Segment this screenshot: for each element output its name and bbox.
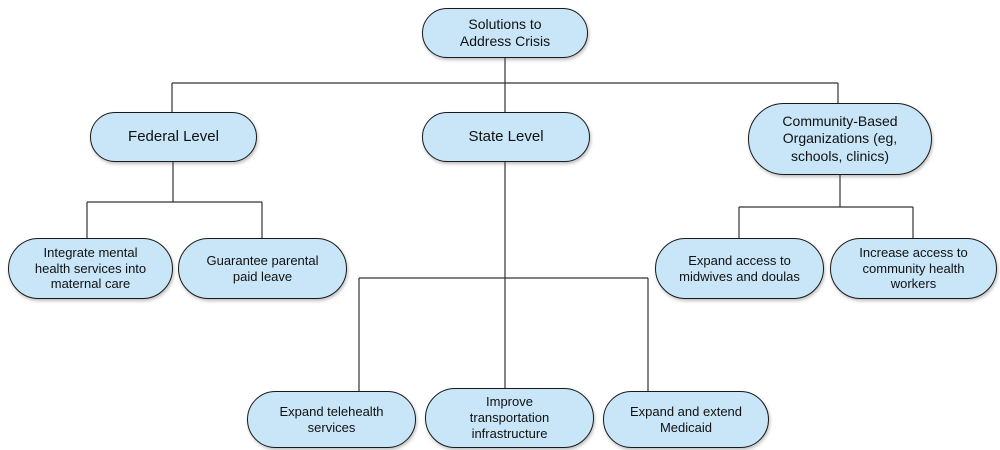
- node-label: Guarantee parental paid leave: [206, 252, 319, 284]
- node-state-level: State Level: [422, 112, 590, 162]
- node-label: Increase access to community health work…: [859, 244, 968, 292]
- node-expand-midwives-doulas: Expand access to midwives and doulas: [655, 238, 824, 299]
- node-improve-transportation: Improve transportation infrastructure: [425, 388, 594, 448]
- node-label: State Level: [468, 127, 544, 145]
- node-label: Expand and extend Medicaid: [629, 403, 743, 435]
- node-community-based-organizations: Community-Based Organizations (eg, schoo…: [748, 103, 932, 175]
- node-label: Integrate mental health services into ma…: [34, 244, 147, 292]
- node-solutions-root: Solutions to Address Crisis: [422, 8, 588, 58]
- node-guarantee-parental-leave: Guarantee parental paid leave: [178, 238, 347, 299]
- node-label: Expand telehealth services: [279, 403, 384, 435]
- node-label: Improve transportation infrastructure: [469, 394, 550, 441]
- node-integrate-mental-health: Integrate mental health services into ma…: [8, 238, 173, 299]
- node-label: Expand access to midwives and doulas: [679, 252, 800, 284]
- node-increase-community-health-workers: Increase access to community health work…: [830, 238, 997, 299]
- node-label: Community-Based Organizations (eg, schoo…: [782, 113, 898, 164]
- node-federal-level: Federal Level: [90, 112, 257, 162]
- node-expand-telehealth: Expand telehealth services: [247, 391, 416, 448]
- node-label: Solutions to Address Crisis: [459, 15, 551, 49]
- node-expand-extend-medicaid: Expand and extend Medicaid: [603, 391, 769, 448]
- node-label: Federal Level: [128, 127, 219, 145]
